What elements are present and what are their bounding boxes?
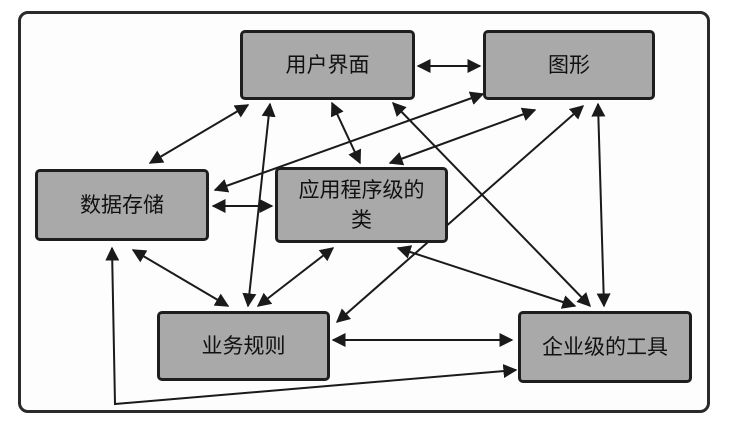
node-enterprise-tools: 企业级的工具	[518, 311, 692, 383]
edge-ui-datastorage	[148, 104, 250, 164]
node-business-rules: 业务规则	[157, 311, 330, 381]
edge-graphics-appclasses	[388, 107, 537, 166]
edge-ui-appclasses	[330, 101, 362, 165]
node-label: 企业级的工具	[542, 335, 668, 359]
node-data-storage: 数据存储	[35, 169, 209, 241]
edge-datastorage-businessrules	[131, 249, 230, 307]
node-label: 用户界面	[285, 53, 370, 77]
node-graphics: 图形	[483, 30, 655, 100]
node-user-interface: 用户界面	[240, 30, 415, 100]
edge-appclasses-businessrules	[256, 247, 335, 307]
node-label: 图形	[548, 53, 590, 77]
node-label: 业务规则	[201, 334, 286, 358]
edge-graphics-enterprisetools	[591, 102, 611, 308]
node-label: 数据存储	[80, 193, 164, 217]
edge-appclasses-enterprisetools	[396, 245, 577, 309]
node-label: 应用程序级的类	[298, 178, 425, 232]
node-app-classes: 应用程序级的类	[275, 167, 448, 243]
edge-datastorage-enterprisetools	[105, 246, 518, 406]
